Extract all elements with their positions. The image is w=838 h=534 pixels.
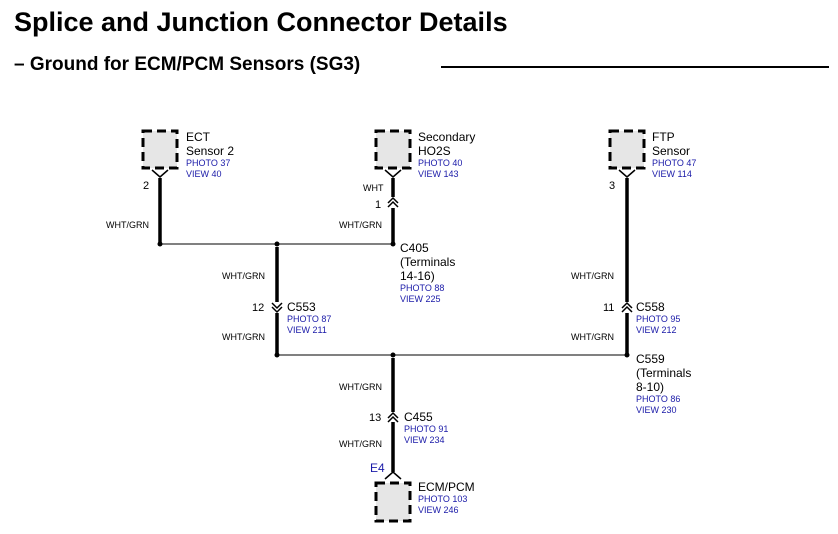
splice-dot <box>624 352 630 358</box>
c558-view-ref[interactable]: VIEW 212 <box>636 325 677 335</box>
ect-sensor-2: ECT Sensor 2 PHOTO 37 VIEW 40 2 <box>141 129 234 192</box>
c553-connector: 12 C553 PHOTO 87 VIEW 211 <box>252 300 331 335</box>
ho2s-view-ref[interactable]: VIEW 143 <box>418 169 459 179</box>
c559-terminals-line2: 8-10) <box>636 380 664 394</box>
ho2s-name: Secondary <box>418 130 475 144</box>
c558-photo-ref[interactable]: PHOTO 95 <box>636 314 680 324</box>
ect-pin-number: 2 <box>143 180 149 192</box>
splice-dot <box>390 352 396 358</box>
c553-wire-color-lower: WHT/GRN <box>222 332 265 342</box>
ftp-view-ref[interactable]: VIEW 114 <box>652 169 692 179</box>
c559-photo-ref[interactable]: PHOTO 86 <box>636 394 680 404</box>
ect-name-line2: Sensor 2 <box>186 144 234 158</box>
c455-pin-number: 13 <box>369 412 381 424</box>
ecm-pcm: E4 ECM/PCM PHOTO 103 VIEW 246 <box>370 461 475 523</box>
c558-name: C558 <box>636 300 665 314</box>
ftp-photo-ref[interactable]: PHOTO 47 <box>652 158 696 168</box>
c558-wire-color-lower: WHT/GRN <box>571 332 614 342</box>
ect-sensor-box <box>141 129 179 170</box>
splice-dot <box>274 241 280 247</box>
c558-wire-color-upper: WHT/GRN <box>571 271 614 281</box>
ecm-name: ECM/PCM <box>418 480 475 494</box>
c553-photo-ref[interactable]: PHOTO 87 <box>287 314 331 324</box>
c455-wire-color-lower: WHT/GRN <box>339 439 382 449</box>
ho2s-connector-symbol <box>387 196 399 208</box>
ecm-pin-id: E4 <box>370 461 385 475</box>
page-subtitle: – Ground for ECM/PCM Sensors (SG3) <box>14 54 361 75</box>
header-rule <box>441 66 829 68</box>
c455-connector: 13 C455 PHOTO 91 VIEW 234 <box>369 410 448 445</box>
ho2s-box <box>374 129 412 170</box>
ect-wire-color: WHT/GRN <box>106 220 149 230</box>
ho2s-pin-number: 1 <box>375 199 381 211</box>
ftp-pin-number: 3 <box>609 180 615 192</box>
splice-dots <box>157 241 630 358</box>
wire-color-labels: WHT/GRN WHT/GRN WHT/GRN WHT/GRN WHT/GRN … <box>106 220 614 449</box>
splice-dot <box>274 352 280 358</box>
page-title: Splice and Junction Connector Details <box>14 7 508 37</box>
c455-wire-color-upper: WHT/GRN <box>339 382 382 392</box>
ho2s-terminal <box>384 169 402 178</box>
c405-connector: C405 (Terminals 14-16) PHOTO 88 VIEW 225 <box>400 241 455 304</box>
ecm-terminal <box>384 471 402 480</box>
c558-connector: 11 C558 PHOTO 95 VIEW 212 <box>603 300 680 335</box>
c455-photo-ref[interactable]: PHOTO 91 <box>404 424 448 434</box>
c553-connector-symbol <box>271 302 283 314</box>
ect-name: ECT <box>186 130 211 144</box>
splice-dot <box>157 241 163 247</box>
ecm-box <box>374 481 412 523</box>
c558-connector-symbol <box>621 301 633 313</box>
ftp-name-line2: Sensor <box>652 144 690 158</box>
c558-pin-number: 11 <box>603 302 614 314</box>
c559-terminals-line1: (Terminals <box>636 366 691 380</box>
c553-name: C553 <box>287 300 316 314</box>
ftp-name: FTP <box>652 130 675 144</box>
c559-connector: C559 (Terminals 8-10) PHOTO 86 VIEW 230 <box>636 352 691 415</box>
c455-connector-symbol <box>387 411 399 423</box>
c553-wire-color-upper: WHT/GRN <box>222 271 265 281</box>
c455-name: C455 <box>404 410 433 424</box>
splice-dot <box>390 241 396 247</box>
c405-view-ref[interactable]: VIEW 225 <box>400 294 441 304</box>
ho2s-wire-color-lower: WHT/GRN <box>339 220 382 230</box>
ftp-sensor-box <box>608 129 646 170</box>
c405-terminals-line1: (Terminals <box>400 255 455 269</box>
ho2s-name-line2: HO2S <box>418 144 451 158</box>
ecm-view-ref[interactable]: VIEW 246 <box>418 505 459 515</box>
c553-pin-number: 12 <box>252 302 264 314</box>
c405-name: C405 <box>400 241 429 255</box>
c553-view-ref[interactable]: VIEW 211 <box>287 325 327 335</box>
ect-photo-ref[interactable]: PHOTO 37 <box>186 158 230 168</box>
c455-view-ref[interactable]: VIEW 234 <box>404 435 445 445</box>
ect-terminal <box>151 169 169 178</box>
inline-connector-symbols <box>271 196 633 423</box>
c559-view-ref[interactable]: VIEW 230 <box>636 405 677 415</box>
wires <box>158 178 629 472</box>
ecm-photo-ref[interactable]: PHOTO 103 <box>418 494 467 504</box>
ftp-terminal <box>618 169 636 178</box>
c405-photo-ref[interactable]: PHOTO 88 <box>400 283 444 293</box>
ect-view-ref[interactable]: VIEW 40 <box>186 169 222 179</box>
ftp-sensor: FTP Sensor PHOTO 47 VIEW 114 3 <box>608 129 696 192</box>
secondary-ho2s: Secondary HO2S PHOTO 40 VIEW 143 WHT 1 <box>363 129 475 211</box>
c405-terminals-line2: 14-16) <box>400 269 435 283</box>
ho2s-wire-color: WHT <box>363 183 384 193</box>
c559-name: C559 <box>636 352 665 366</box>
ho2s-photo-ref[interactable]: PHOTO 40 <box>418 158 462 168</box>
